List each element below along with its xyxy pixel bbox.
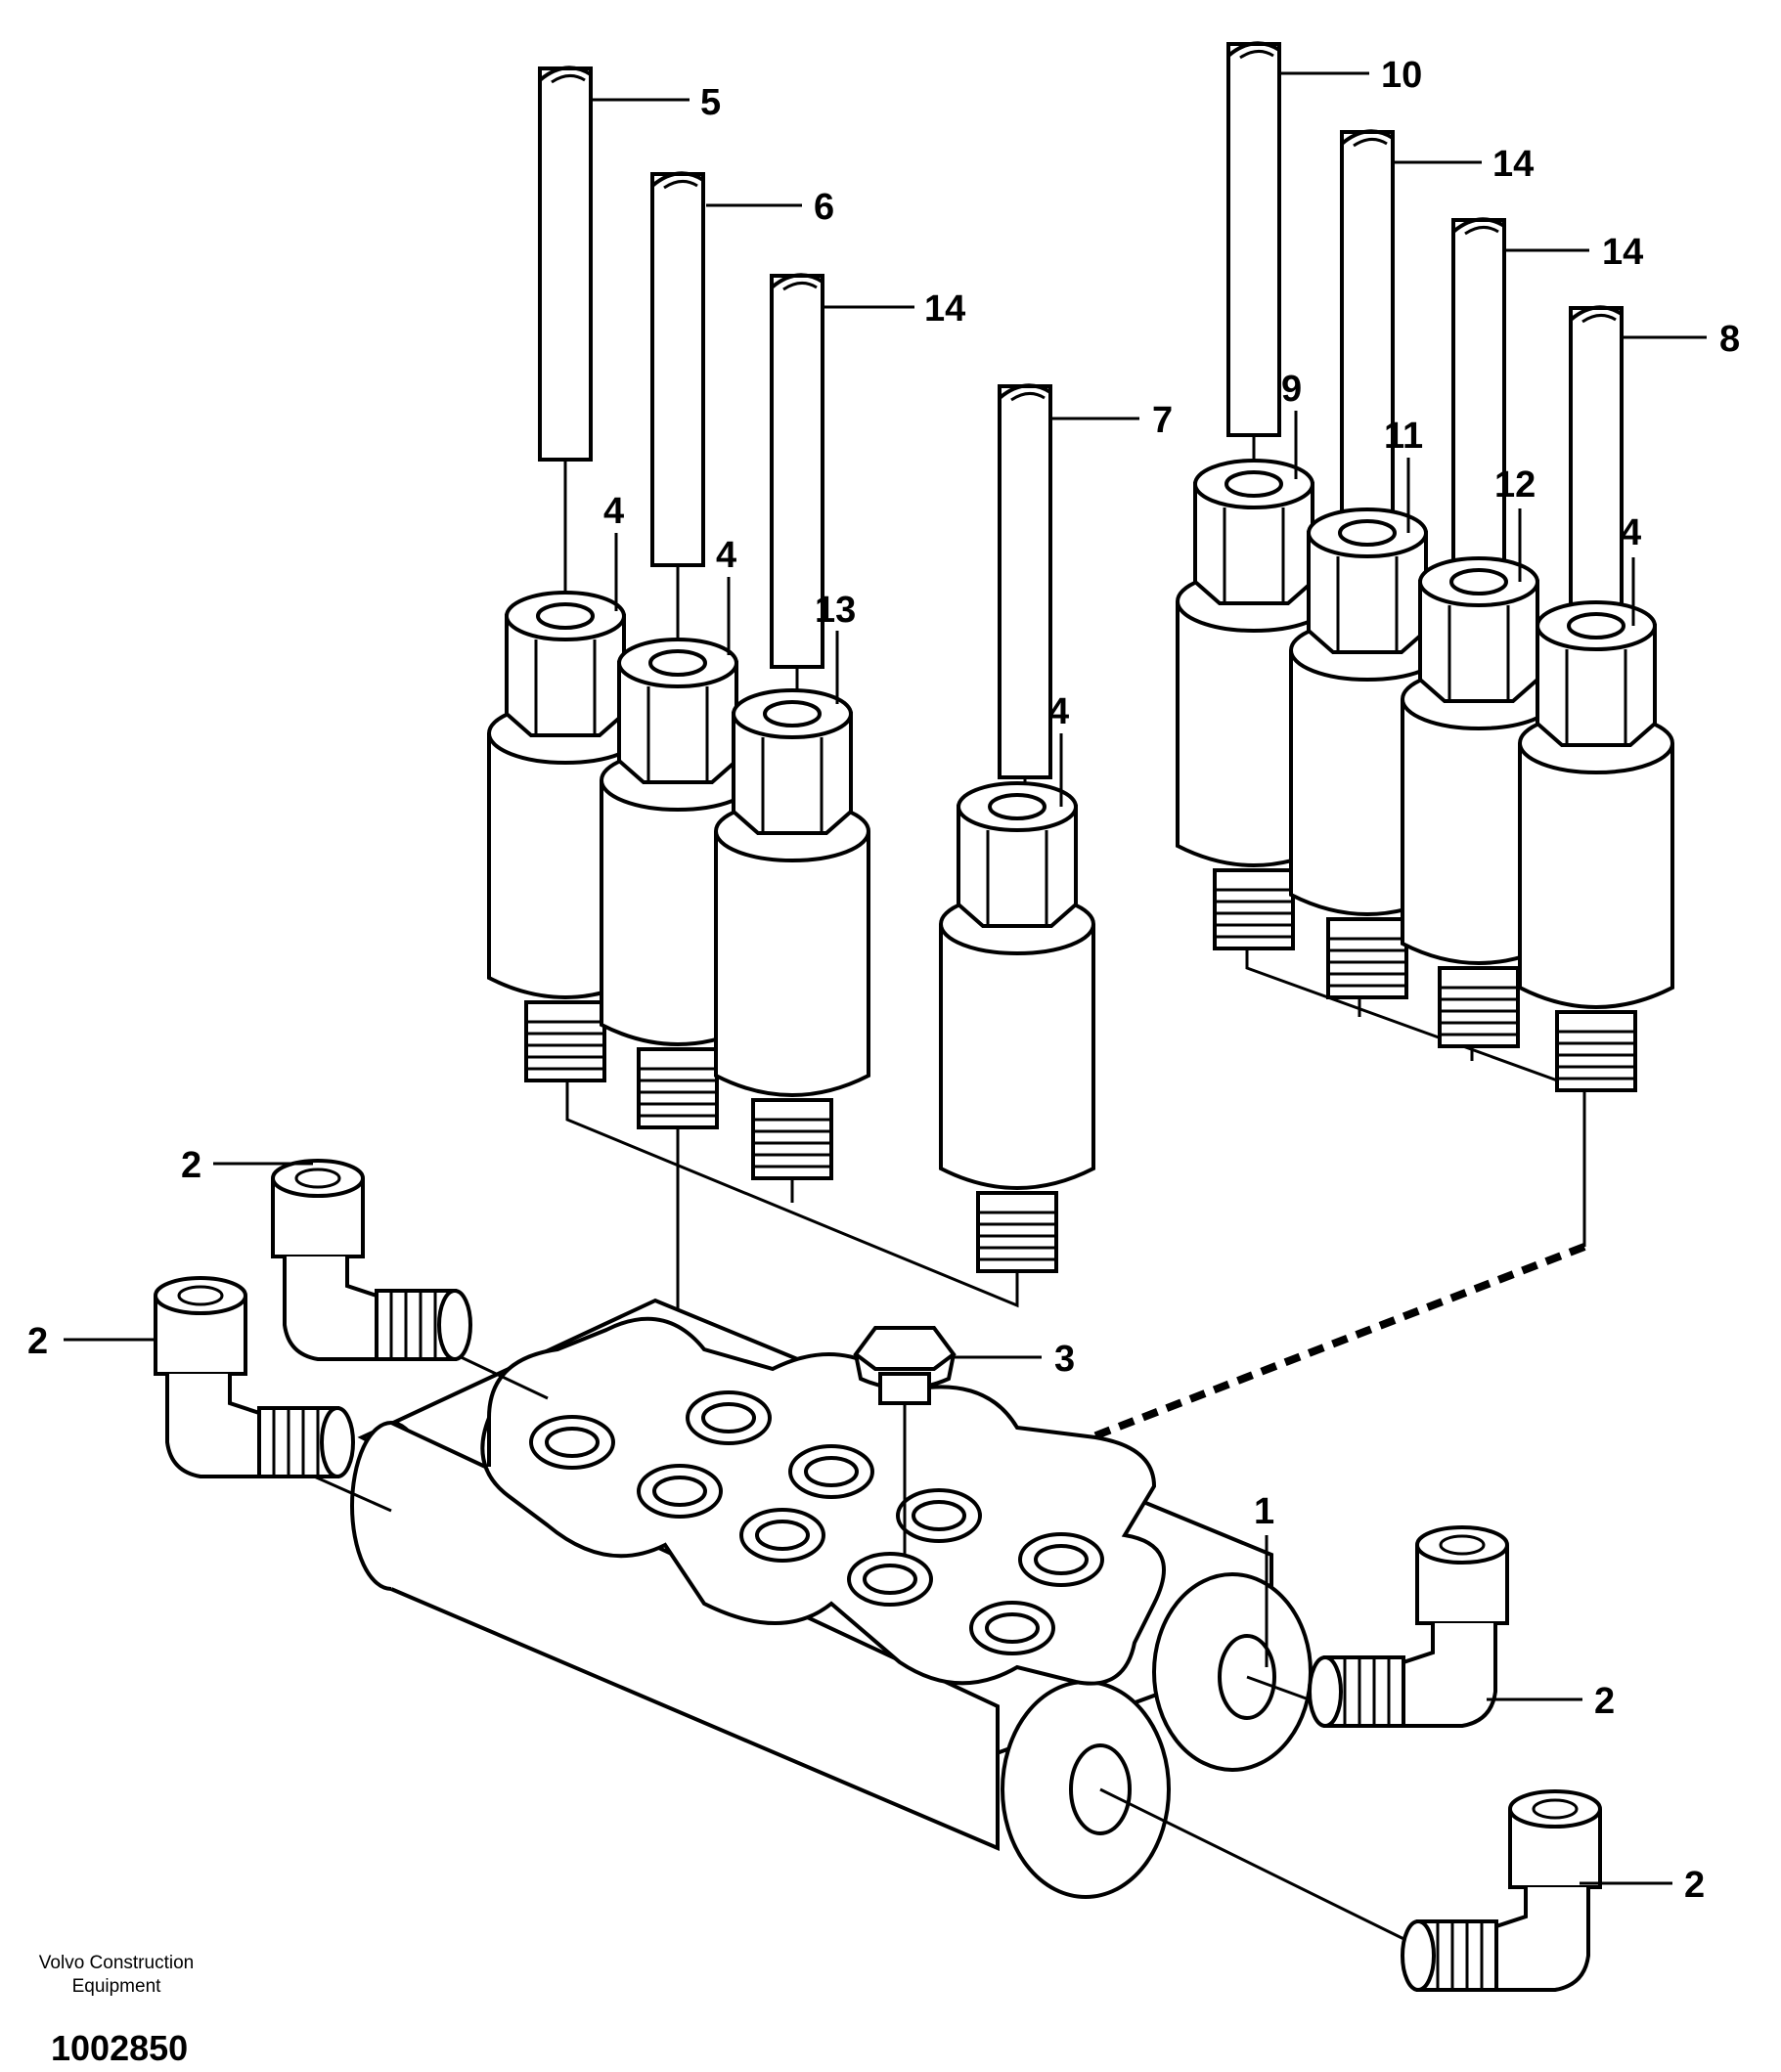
callout-2-lower-left: 2 xyxy=(27,1321,48,1362)
callout-13: 13 xyxy=(815,590,856,631)
callout-4-left-c: 4 xyxy=(1048,691,1069,732)
callout-14-mid: 14 xyxy=(1492,144,1534,185)
left-valve-group xyxy=(487,66,1095,1516)
brand-caption: Volvo Construction Equipment xyxy=(14,1952,219,1999)
callout-8: 8 xyxy=(1719,319,1740,360)
plug-part-3 xyxy=(853,1326,957,1555)
callout-7: 7 xyxy=(1152,400,1173,441)
callout-12: 12 xyxy=(1494,464,1536,506)
callout-labels: 5 6 14 7 10 14 14 8 9 11 12 4 4 13 4 4 2… xyxy=(27,55,1740,1906)
callout-14-right: 14 xyxy=(1602,232,1643,273)
brand-line-2: Equipment xyxy=(71,1976,161,1997)
callout-2-upper-right: 2 xyxy=(1594,1681,1615,1722)
callout-4-right: 4 xyxy=(1621,512,1641,553)
elbow-fitting-upper-left xyxy=(271,1159,549,1400)
callout-2-upper-left: 2 xyxy=(181,1145,201,1186)
callout-9: 9 xyxy=(1281,369,1302,410)
callout-6: 6 xyxy=(814,187,834,228)
callout-3: 3 xyxy=(1054,1339,1075,1380)
callout-14-left: 14 xyxy=(924,288,965,330)
elbow-fitting-upper-right xyxy=(1246,1525,1509,1728)
callout-4-left-a: 4 xyxy=(603,491,624,532)
drawing-number: 1002850 xyxy=(51,2028,189,2068)
elbow-fitting-lower-left xyxy=(154,1276,392,1513)
callout-2-lower-right: 2 xyxy=(1684,1865,1705,1906)
elbow-fitting-lower-right xyxy=(1099,1787,1602,1992)
manifold-block xyxy=(350,1298,1313,1899)
right-valve-group xyxy=(1064,41,1674,1512)
callout-1: 1 xyxy=(1254,1491,1274,1532)
callout-11: 11 xyxy=(1384,416,1423,457)
callout-leaders xyxy=(64,71,1707,1885)
brand-line-1: Volvo Construction xyxy=(38,1953,195,1973)
callout-4-left-b: 4 xyxy=(716,535,736,576)
callout-5: 5 xyxy=(700,82,721,123)
callout-10: 10 xyxy=(1381,55,1422,96)
